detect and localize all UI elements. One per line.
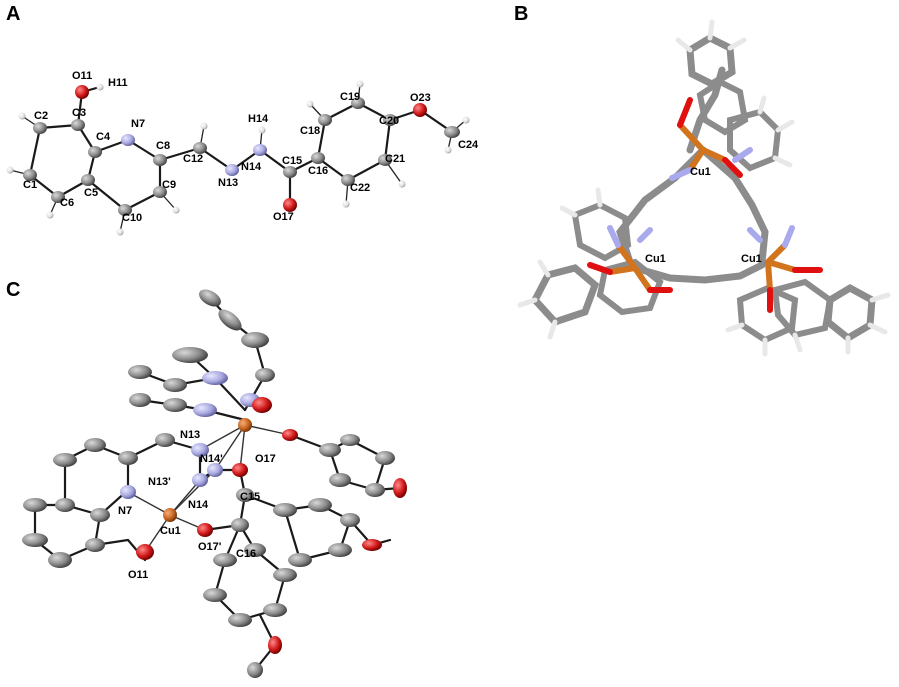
label-n7: N7 bbox=[131, 118, 145, 130]
label-c1: C1 bbox=[23, 179, 37, 191]
label-c-n13: N13 bbox=[180, 429, 200, 441]
label-c15: C15 bbox=[282, 155, 302, 167]
label-c-c15: C15 bbox=[240, 491, 260, 503]
label-c-n14: N14 bbox=[188, 499, 209, 511]
label-c19: C19 bbox=[340, 91, 360, 103]
label-b-cu1-top: Cu1 bbox=[690, 166, 711, 178]
label-c12: C12 bbox=[183, 153, 203, 165]
panel-b: B bbox=[514, 3, 891, 357]
label-c21: C21 bbox=[385, 153, 405, 165]
label-n13: N13 bbox=[218, 177, 238, 189]
panel-a-atoms bbox=[6, 80, 470, 236]
label-o11: O11 bbox=[72, 70, 92, 82]
label-o23: O23 bbox=[410, 92, 431, 104]
panel-a-letter: A bbox=[6, 3, 20, 25]
label-n14: N14 bbox=[241, 161, 262, 173]
label-c4: C4 bbox=[96, 131, 111, 143]
label-c5: C5 bbox=[84, 187, 98, 199]
panel-b-labels: Cu1 Cu1 Cu1 bbox=[645, 166, 762, 265]
label-b-cu1-right: Cu1 bbox=[741, 253, 762, 265]
label-o17: O17 bbox=[273, 211, 294, 223]
label-c-c16: C16 bbox=[236, 548, 256, 560]
label-c10: C10 bbox=[122, 212, 142, 224]
panel-b-sticks bbox=[517, 19, 891, 357]
panel-b-letter: B bbox=[514, 3, 528, 25]
label-c-o17p: O17' bbox=[198, 541, 222, 553]
label-c-n13p: N13' bbox=[148, 476, 171, 488]
label-c18: C18 bbox=[300, 125, 320, 137]
label-h11: H11 bbox=[108, 77, 128, 89]
panel-c: C bbox=[6, 279, 407, 678]
label-h14: H14 bbox=[248, 113, 269, 125]
label-b-cu1-left: Cu1 bbox=[645, 253, 666, 265]
label-c9: C9 bbox=[162, 179, 176, 191]
label-c-cu1: Cu1 bbox=[160, 525, 181, 537]
label-c-n14p: N14' bbox=[200, 453, 223, 465]
label-c24: C24 bbox=[458, 139, 479, 151]
label-c16: C16 bbox=[308, 165, 328, 177]
label-c6: C6 bbox=[60, 197, 74, 209]
label-c-o17: O17 bbox=[255, 453, 276, 465]
label-c22: C22 bbox=[350, 182, 370, 194]
label-c8: C8 bbox=[156, 140, 170, 152]
label-c2: C2 bbox=[34, 110, 48, 122]
panel-a: A bbox=[6, 3, 479, 236]
label-c-o11: O11 bbox=[128, 569, 148, 581]
label-c3: C3 bbox=[72, 107, 86, 119]
label-c-n7: N7 bbox=[118, 505, 132, 517]
panel-c-letter: C bbox=[6, 279, 20, 301]
panel-c-labels: N13 N14' O17 N13' N7 N14 C15 Cu1 O17' C1… bbox=[118, 429, 276, 581]
panel-a-labels: O11 H11 C2 C3 N7 C4 C8 C12 H14 C19 O23 C… bbox=[23, 70, 479, 224]
panel-c-atoms bbox=[22, 289, 407, 678]
label-c20: C20 bbox=[379, 115, 399, 127]
